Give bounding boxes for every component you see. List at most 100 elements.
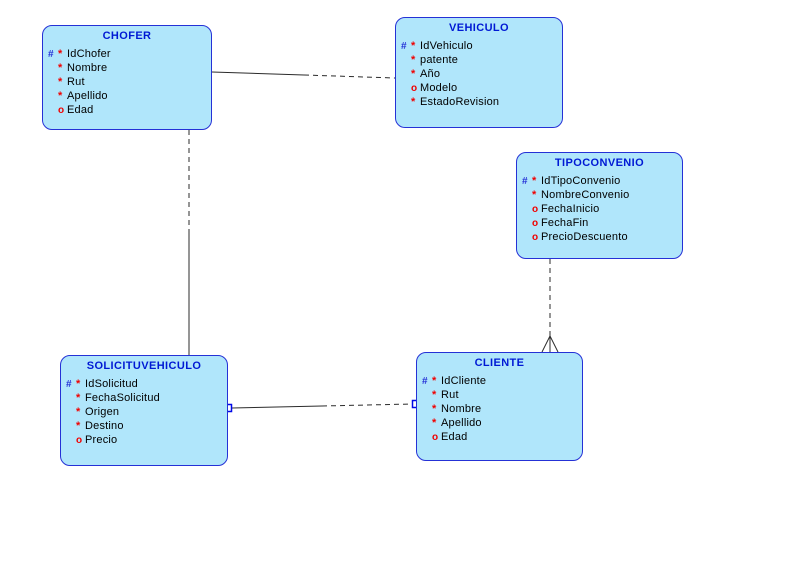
required-icon: * xyxy=(58,76,63,88)
attribute-name: Destino xyxy=(85,420,124,432)
attribute-name: IdCliente xyxy=(441,375,487,387)
optional-icon: o xyxy=(532,204,539,215)
attribute-name: EstadoRevision xyxy=(420,96,500,108)
relationship-segment-dashed[interactable] xyxy=(303,74,396,79)
attribute-row: #*IdChofer xyxy=(48,47,207,61)
optional-icon: o xyxy=(532,232,539,243)
attribute-name: IdTipoConvenio xyxy=(541,175,621,187)
optional-icon: o xyxy=(532,218,539,229)
primary-key-icon: # xyxy=(66,379,72,390)
attribute-row: * Rut xyxy=(48,75,207,89)
attribute-name: Rut xyxy=(67,76,85,88)
attribute-name: Año xyxy=(420,68,441,80)
primary-key-icon: # xyxy=(522,176,528,187)
attribute-list: # * IdSolicitud * FechaSolicitud * Origen * Dest… xyxy=(61,373,227,447)
entity-tipoconvenio[interactable]: TIPOCONVENIO # * IdTipoConvenio * NombreConve… xyxy=(516,152,683,259)
required-icon: * xyxy=(411,40,416,52)
required-icon: * xyxy=(411,68,416,80)
attribute-name: Edad xyxy=(67,104,94,116)
primary-key-icon: # xyxy=(48,49,54,60)
relationship-segment-dashed[interactable] xyxy=(321,403,413,407)
required-icon: * xyxy=(76,378,81,390)
attribute-name: patente xyxy=(420,54,459,66)
required-icon: * xyxy=(76,420,81,432)
required-icon: * xyxy=(532,189,537,201)
attribute-row: * Nombre xyxy=(422,402,578,416)
attribute-name: IdSolicitud xyxy=(85,378,138,390)
attribute-name: Origen xyxy=(85,406,120,418)
attribute-name: IdVehiculo xyxy=(420,40,473,52)
relationship-segment-solid[interactable] xyxy=(231,405,323,409)
crowsfoot-icon xyxy=(549,335,559,353)
attribute-row: * EstadoRevision xyxy=(401,95,558,109)
attribute-name: Nombre xyxy=(441,403,482,415)
relationship-segment-solid[interactable] xyxy=(211,71,305,76)
required-icon: * xyxy=(432,375,437,387)
attribute-name: PrecioDescuento xyxy=(541,231,628,243)
attribute-row: # * IdCliente xyxy=(422,374,578,388)
attribute-name: FechaSolicitud xyxy=(85,392,160,404)
relationship-solicituvehiculo-cliente[interactable] xyxy=(223,399,421,413)
attribute-row: #*IdVehiculo xyxy=(401,39,558,53)
attribute-name: Precio xyxy=(85,434,118,446)
attribute-name: IdChofer xyxy=(67,48,111,60)
required-icon: * xyxy=(432,403,437,415)
crowsfoot-icon xyxy=(541,335,551,353)
entity-title: VEHICULO xyxy=(448,22,510,34)
optional-icon: o xyxy=(76,435,83,446)
required-icon: * xyxy=(76,392,81,404)
required-icon: * xyxy=(411,54,416,66)
entity-title: CLIENTE xyxy=(474,357,525,369)
optional-icon: o xyxy=(411,83,418,94)
attribute-name: NombreConvenio xyxy=(541,189,630,201)
attribute-row: * Apellido xyxy=(48,89,207,103)
attribute-name: Edad xyxy=(441,431,468,443)
attribute-row: * FechaSolicitud xyxy=(66,391,223,405)
relationship-chofer-vehiculo[interactable] xyxy=(211,71,396,79)
required-icon: * xyxy=(532,175,537,187)
entity-solicituvehiculo[interactable]: SOLICITUVEHICULO # * IdSolicitud * FechaSolic… xyxy=(60,355,228,466)
required-icon: * xyxy=(58,62,63,74)
attribute-name: Modelo xyxy=(420,82,458,94)
attribute-row: * NombreConvenio xyxy=(522,188,678,202)
attribute-name: FechaInicio xyxy=(541,203,600,215)
relationship-tipoconvenio-cliente[interactable] xyxy=(541,259,559,353)
required-icon: * xyxy=(58,90,63,102)
entity-title: SOLICITUVEHICULO xyxy=(86,360,202,372)
attribute-name: Rut xyxy=(441,389,459,401)
attribute-row: * Origen xyxy=(66,405,223,419)
required-icon: * xyxy=(432,389,437,401)
attribute-row: # * IdTipoConvenio xyxy=(522,174,678,188)
required-icon: * xyxy=(76,406,81,418)
entity-title: CHOFER xyxy=(102,30,152,42)
attribute-name: Nombre xyxy=(67,62,108,74)
attribute-row: *Apellido xyxy=(422,416,578,430)
primary-key-icon: # xyxy=(422,376,428,387)
optional-icon: o xyxy=(432,432,439,443)
entity-title: TIPOCONVENIO xyxy=(554,157,645,169)
required-icon: * xyxy=(432,417,437,429)
attribute-row: # * IdSolicitud xyxy=(66,377,223,391)
required-icon: * xyxy=(411,96,416,108)
attribute-name: Apellido xyxy=(67,90,108,102)
attribute-row: * Rut xyxy=(422,388,578,402)
attribute-row: * Nombre xyxy=(48,61,207,75)
optional-icon: o xyxy=(58,105,65,116)
attribute-row: * Año xyxy=(401,67,558,81)
attribute-name: FechaFin xyxy=(541,217,589,229)
attribute-row: * Destino xyxy=(66,419,223,433)
